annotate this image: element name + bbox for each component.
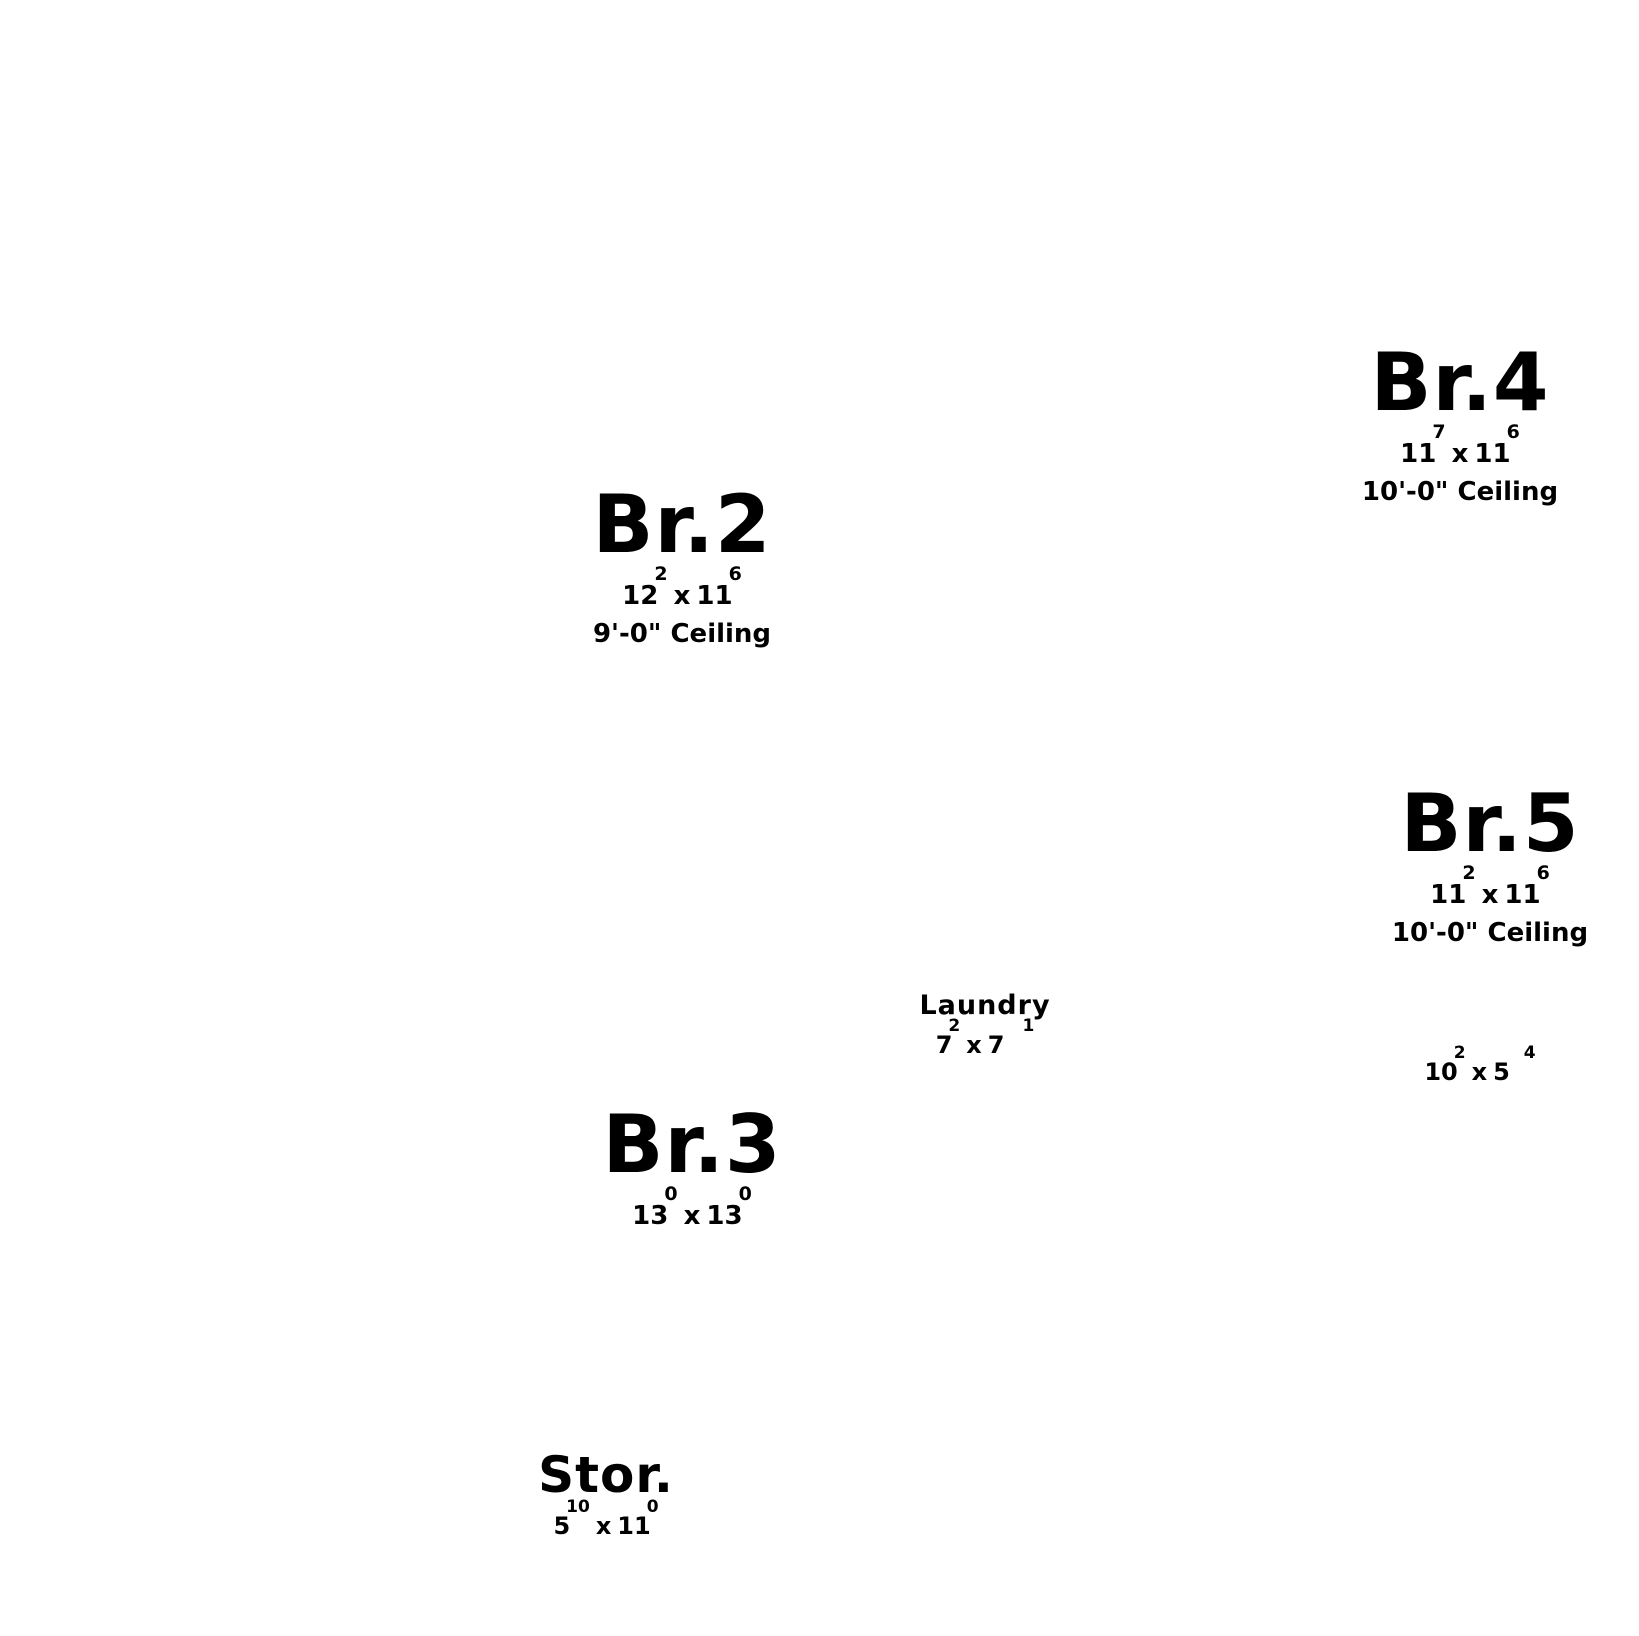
room-name: Stor. [538, 1446, 674, 1504]
room-name: Br.5 [1400, 777, 1580, 870]
room-name: Br.3 [602, 1098, 782, 1191]
ceiling-height: 10'-0" Ceiling [1391, 918, 1589, 948]
ceiling-height: 9'-0" Ceiling [592, 619, 772, 649]
room-name: Br.4 [1370, 336, 1550, 429]
room-name: Laundry [919, 990, 1051, 1021]
room-name: Br.2 [592, 478, 772, 571]
ceiling-height: 10'-0" Ceiling [1361, 477, 1559, 507]
